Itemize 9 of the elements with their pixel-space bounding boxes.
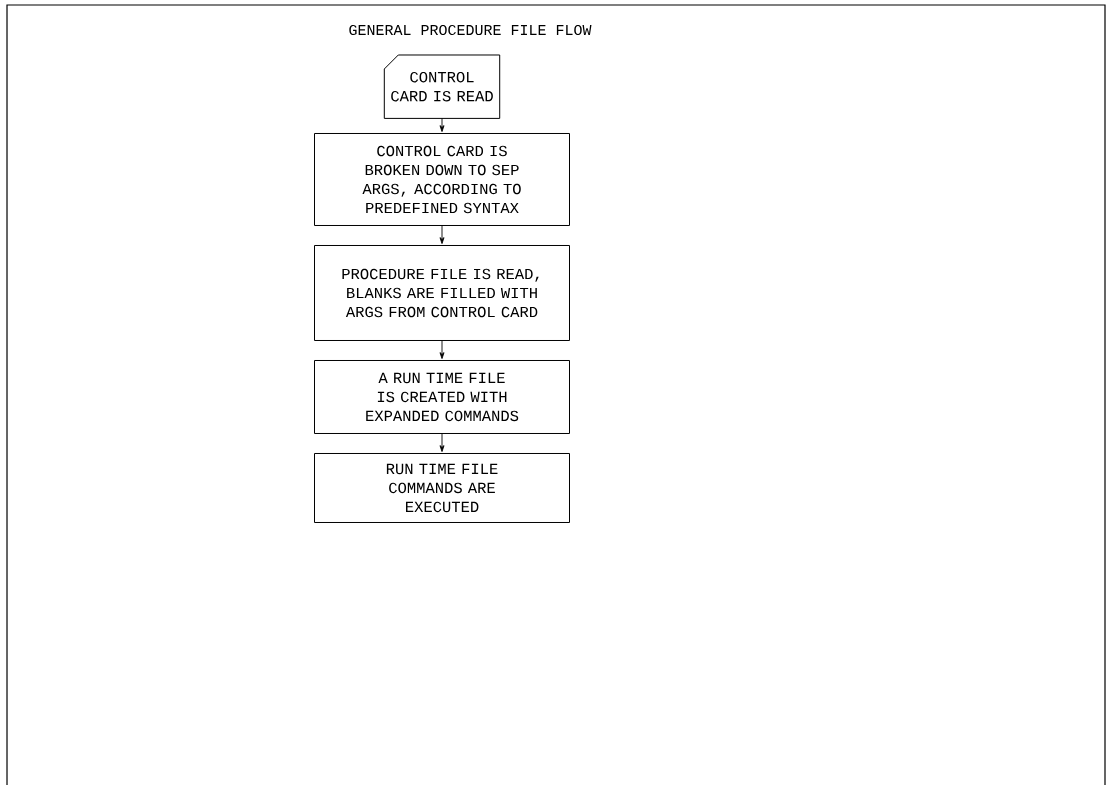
arrow — [439, 225, 445, 245]
arrow — [439, 117, 445, 132]
process-box: PROCEDURE FILE IS READ, BLANKS ARE FILLED WITH ARGS FROM CONTROL CARD — [314, 245, 570, 341]
arrow — [439, 433, 445, 452]
process-box: RUN TIME FILE COMMANDS ARE EXECUTED — [314, 453, 570, 523]
arrow — [439, 340, 445, 360]
process-box: A RUN TIME FILE IS CREATED WITH EXPANDED COMMANDS — [314, 360, 570, 434]
process-box: CONTROL CARD IS BROKEN DOWN TO SEP ARGS, ACCORDING TO PREDEFINED SYNTAX — [314, 133, 570, 226]
title: GENERAL PROCEDURE FILE FLOW — [349, 24, 592, 36]
